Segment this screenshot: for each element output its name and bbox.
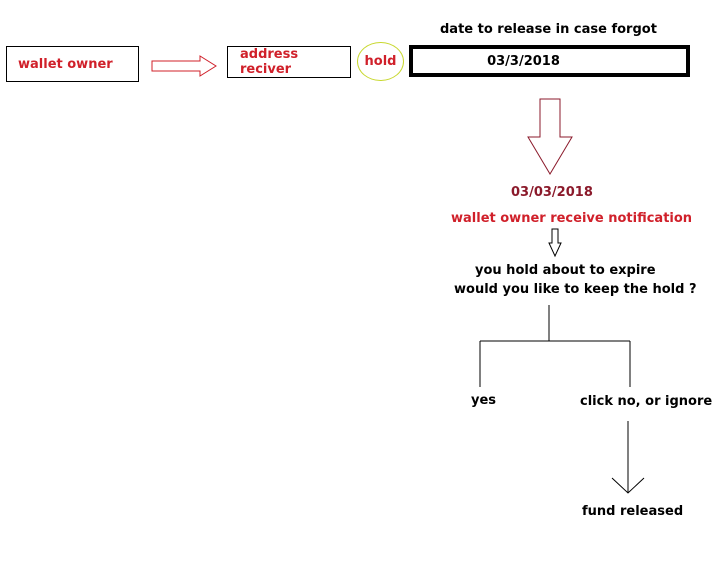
down-arrow-small-icon <box>548 228 562 258</box>
address-receiver-label: address reciver <box>240 47 299 77</box>
decision-branch-lines <box>479 305 645 494</box>
right-arrow-icon <box>151 55 217 77</box>
wallet-owner-label: wallet owner <box>18 56 113 72</box>
date-caption: date to release in case forgot <box>440 22 657 37</box>
hold-circle: hold <box>357 42 404 81</box>
prompt-line-1: you hold about to expire <box>475 263 656 278</box>
prompt-line-2: would you like to keep the hold ? <box>454 282 697 297</box>
option-yes: yes <box>471 393 497 408</box>
down-arrow-large-icon <box>527 98 573 175</box>
release-date-box: 03/3/2018 <box>409 45 690 77</box>
fund-released: fund released <box>582 504 684 519</box>
notification-text: wallet owner receive notification <box>451 211 693 226</box>
wallet-owner-box: wallet owner <box>6 46 139 82</box>
address-receiver-box: address reciver <box>227 46 351 78</box>
hold-label: hold <box>364 54 397 69</box>
release-date-formatted: 03/03/2018 <box>511 185 593 200</box>
option-no-or-ignore: click no, or ignore <box>580 394 713 409</box>
release-date-value: 03/3/2018 <box>487 53 560 69</box>
